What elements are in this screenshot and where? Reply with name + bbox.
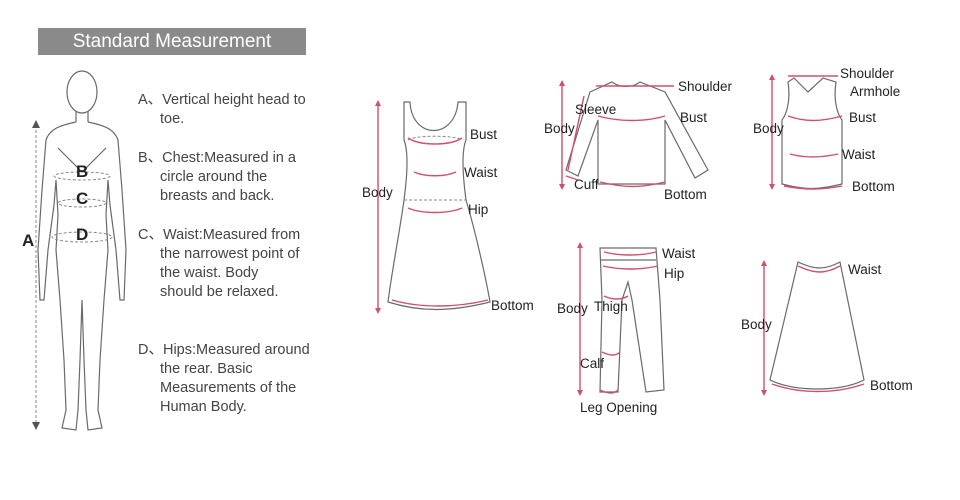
long-sleeve-top-diagram: Shoulder Sleeve Bust Body Cuff Bottom [544,79,733,202]
letter-c: C [76,189,88,208]
section-title: Standard Measurement [38,28,306,55]
skirt-body-label: Body [741,317,772,332]
top-sleeve-label: Sleeve [575,102,616,117]
pants-waist-label: Waist [662,246,695,261]
description-c: C、Waist:Measured from the narrowest poin… [138,227,301,300]
description-d: D、Hips:Measured around the rear. Basic M… [138,342,310,415]
pants-body-label: Body [557,301,588,316]
letter-b: B [76,162,88,181]
pants-thigh-label: Thigh [594,299,628,314]
dress-body-label: Body [362,185,393,200]
vest-diagram: Shoulder Armhole Bust Body Waist Bottom [753,66,900,194]
pants-leg-opening-label: Leg Opening [580,400,657,415]
dress-bottom-label: Bottom [491,298,534,313]
human-body-figure: A B C D [22,70,127,431]
vest-bottom-label: Bottom [852,179,895,194]
dress-waist-label: Waist [464,165,497,180]
top-cuff-label: Cuff [574,177,599,192]
skirt-bottom-label: Bottom [870,378,913,393]
pants-diagram: Waist Hip Body Thigh Calf Leg Opening [557,242,695,415]
dress-bust-label: Bust [470,127,497,142]
vest-bust-label: Bust [849,110,876,125]
pants-calf-label: Calf [580,356,604,371]
top-shoulder-label: Shoulder [678,79,733,94]
letter-a: A [22,231,34,250]
vest-waist-label: Waist [842,147,875,162]
vest-body-label: Body [753,121,784,136]
skirt-diagram: Waist Body Bottom [741,260,913,396]
dress-diagram: Bust Waist Hip Body Bottom [362,100,534,314]
skirt-waist-label: Waist [848,262,881,277]
description-a: A、Vertical height head to toe. [138,92,306,127]
pants-hip-label: Hip [664,266,684,281]
dress-hip-label: Hip [468,202,488,217]
top-bust-label: Bust [680,110,707,125]
top-body-label: Body [544,121,575,136]
vest-armhole-label: Armhole [850,84,900,99]
top-bottom-label: Bottom [664,187,707,202]
vest-shoulder-label: Shoulder [840,66,895,81]
letter-d: D [76,225,88,244]
description-b: B、Chest:Measured in a circle around the … [138,150,296,204]
